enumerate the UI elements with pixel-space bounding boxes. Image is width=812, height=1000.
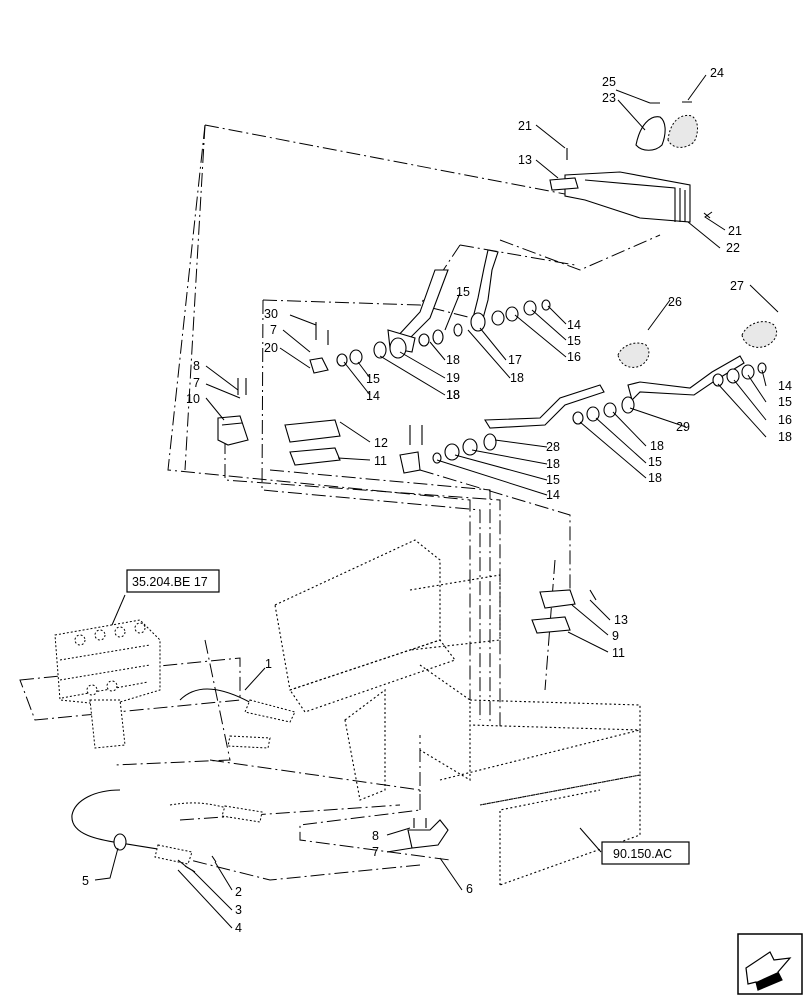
callout-24: 24 <box>710 66 724 80</box>
callout-29: 29 <box>676 420 690 434</box>
callout-28: 28 <box>546 440 560 454</box>
callout-18: 18 <box>648 471 662 485</box>
callout-9: 9 <box>612 629 619 643</box>
callout-20: 20 <box>264 341 278 355</box>
callout-15: 15 <box>567 334 581 348</box>
top-cover <box>549 171 691 223</box>
callout-30: 30 <box>264 307 278 321</box>
callout-21: 21 <box>728 224 742 238</box>
reference-label: 35.204.BE 17 <box>132 575 208 589</box>
callout-8: 8 <box>193 359 200 373</box>
callout-7: 7 <box>270 323 277 337</box>
callout-21: 21 <box>518 119 532 133</box>
callout-14: 14 <box>366 389 380 403</box>
callout-7: 7 <box>193 376 200 390</box>
callout-18: 18 <box>446 388 460 402</box>
callout-18: 18 <box>650 439 664 453</box>
callout-11: 11 <box>612 646 625 660</box>
callout-2: 2 <box>235 885 242 899</box>
callout-15: 15 <box>456 285 470 299</box>
callout-15: 15 <box>778 395 792 409</box>
callout-23: 23 <box>602 91 616 105</box>
callout-15: 15 <box>648 455 662 469</box>
control-cables <box>71 688 296 873</box>
callout-18: 18 <box>778 430 792 444</box>
valve-block <box>54 619 161 749</box>
callout-11: 11 <box>374 454 387 468</box>
arrow-forward-icon[interactable] <box>737 933 803 995</box>
leader-lines <box>94 74 779 929</box>
callout-26: 26 <box>668 295 682 309</box>
control-levers-upper <box>336 249 551 367</box>
callout-4: 4 <box>235 921 242 935</box>
callout-7: 7 <box>372 845 379 859</box>
callout-13: 13 <box>614 613 628 627</box>
brackets-and-fasteners <box>217 148 711 849</box>
callout-18: 18 <box>546 457 560 471</box>
callout-16: 16 <box>778 413 792 427</box>
callout-10: 10 <box>186 392 200 406</box>
callout-3: 3 <box>235 903 242 917</box>
callout-1: 1 <box>265 657 272 671</box>
reference-35-204-be-17[interactable]: 35.204.BE 17 <box>126 569 220 593</box>
console-panels <box>274 539 641 886</box>
callout-8: 8 <box>372 829 379 843</box>
callout-17: 17 <box>508 353 522 367</box>
callout-5: 5 <box>82 874 89 888</box>
callout-16: 16 <box>567 350 581 364</box>
callout-25: 25 <box>602 75 616 89</box>
callout-14: 14 <box>546 488 560 502</box>
callout-6: 6 <box>466 882 473 896</box>
callout-18: 18 <box>446 388 460 402</box>
callout-18: 18 <box>510 371 524 385</box>
reference-label: 90.150.AC <box>613 847 672 861</box>
callout-14: 14 <box>567 318 581 332</box>
callout-15: 15 <box>546 473 560 487</box>
control-levers-lower <box>432 321 778 464</box>
callout-12: 12 <box>374 436 388 450</box>
callout-19: 19 <box>446 371 460 385</box>
callout-13: 13 <box>518 153 532 167</box>
callout-14: 14 <box>778 379 792 393</box>
assembly-guide-lines <box>19 124 661 881</box>
part-callouts: 1 2 3 4 5 6 7 7 7 8 8 9 10 11 11 12 13 1… <box>82 66 792 935</box>
callout-22: 22 <box>726 241 740 255</box>
callout-15: 15 <box>366 372 380 386</box>
reference-90-150-ac[interactable]: 90.150.AC <box>601 841 690 865</box>
callout-18: 18 <box>446 353 460 367</box>
lever-knobs-top <box>635 101 698 151</box>
callout-27: 27 <box>730 279 744 293</box>
